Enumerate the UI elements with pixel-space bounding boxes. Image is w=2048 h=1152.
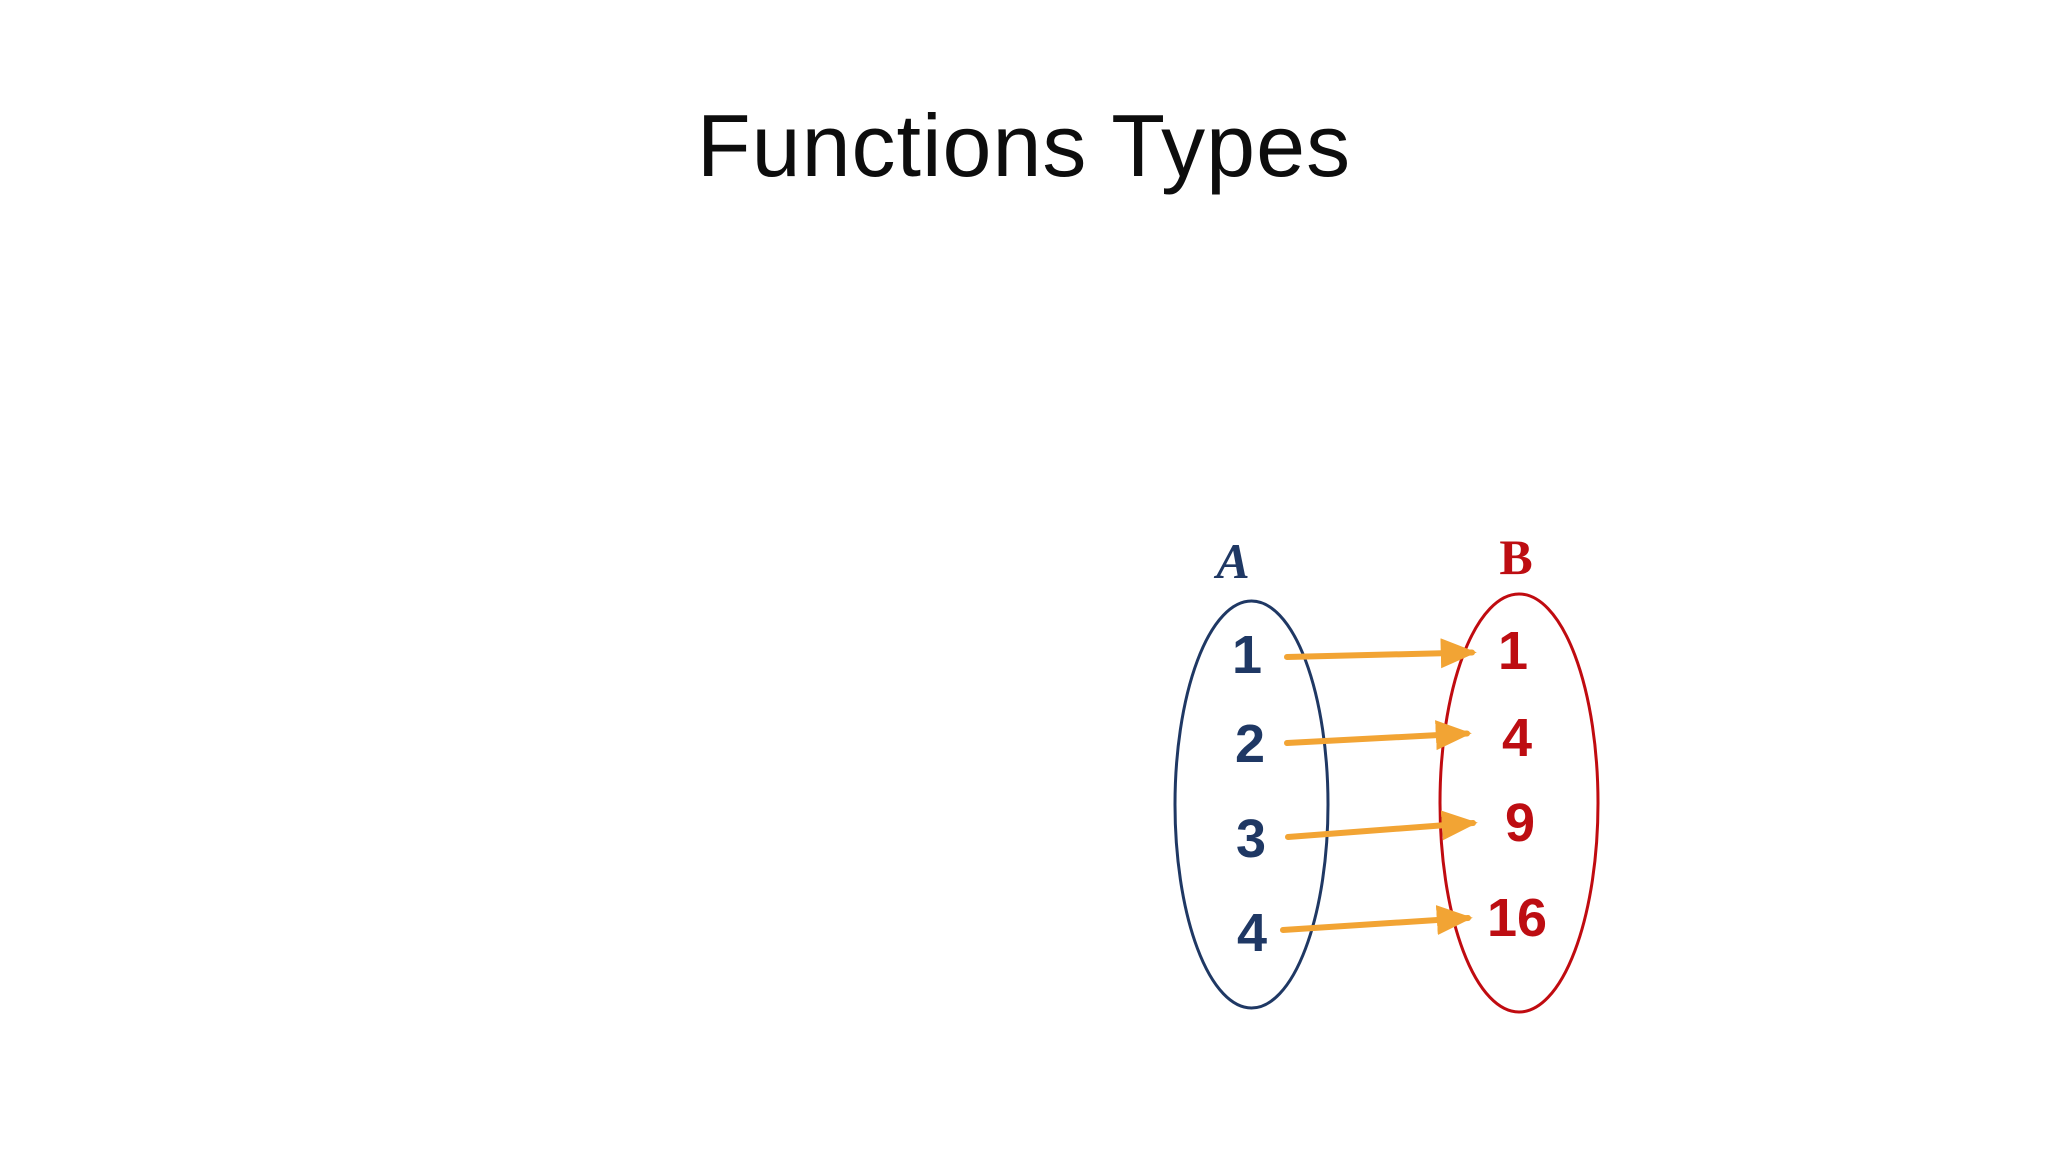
set-a-element-1: 1 xyxy=(1231,625,1263,685)
set-b-element-16: 16 xyxy=(1486,888,1548,948)
mapping-arrow-4-to-16 xyxy=(1280,905,1473,935)
mapping-arrow-1-to-1 xyxy=(1284,638,1477,669)
set-b-element-9: 9 xyxy=(1504,793,1536,853)
slide-title: Functions Types xyxy=(696,96,1352,195)
set-b-element-1: 1 xyxy=(1497,621,1529,681)
set-a-element-4: 4 xyxy=(1236,903,1268,963)
set-b-ellipse xyxy=(1438,592,1600,1014)
mapping-arrow-2-to-4 xyxy=(1284,720,1472,751)
set-b-element-4: 4 xyxy=(1501,708,1533,768)
set-b-label: B xyxy=(1499,529,1533,585)
set-a-element-3: 3 xyxy=(1235,809,1267,869)
set-a-label: A xyxy=(1216,533,1250,589)
set-a-element-2: 2 xyxy=(1234,714,1266,774)
set-a-ellipse xyxy=(1173,599,1330,1010)
mapping-figure xyxy=(1173,592,1600,1014)
mapping-arrow-3-to-9 xyxy=(1285,810,1478,841)
